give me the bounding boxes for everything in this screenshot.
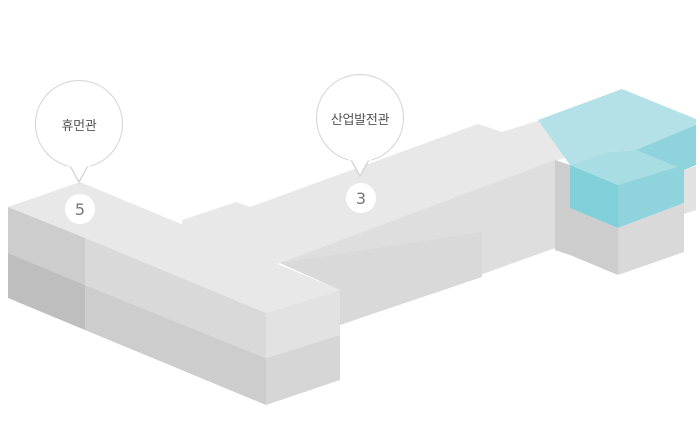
connector-face (555, 160, 570, 255)
right-block-right-face (618, 203, 684, 275)
industry-hall-front-face-inner (280, 232, 482, 325)
building-number-badge: 5 (65, 194, 95, 224)
building-number-badge: 3 (346, 183, 376, 213)
building-label: 산업발전관 (330, 112, 390, 128)
highlighted-building-right-face (618, 165, 684, 228)
building-number: 3 (355, 188, 367, 208)
humanities-hall-mid-face-lower (85, 285, 266, 405)
humanities-hall-left-face-upper (8, 207, 85, 285)
right-block-left-face (570, 208, 618, 275)
callout-pointer-icon (68, 164, 90, 184)
humanities-hall-end-face-upper (266, 290, 340, 358)
highlighted-building-back-face (636, 125, 696, 170)
building-number: 5 (74, 199, 86, 219)
humanities-hall-left-face-lower (8, 253, 85, 330)
far-right-block-face (684, 166, 696, 214)
callout-pointer-icon (349, 158, 371, 178)
building-label: 휴먼관 (61, 118, 97, 134)
humanities-hall-mid-face-upper (85, 238, 266, 358)
humanities-hall-end-face-lower (266, 335, 340, 405)
callout-bubble: 산업발전관 (316, 74, 404, 162)
highlighted-building-left-face (570, 165, 618, 228)
callout-bubble: 휴먼관 (35, 80, 123, 168)
